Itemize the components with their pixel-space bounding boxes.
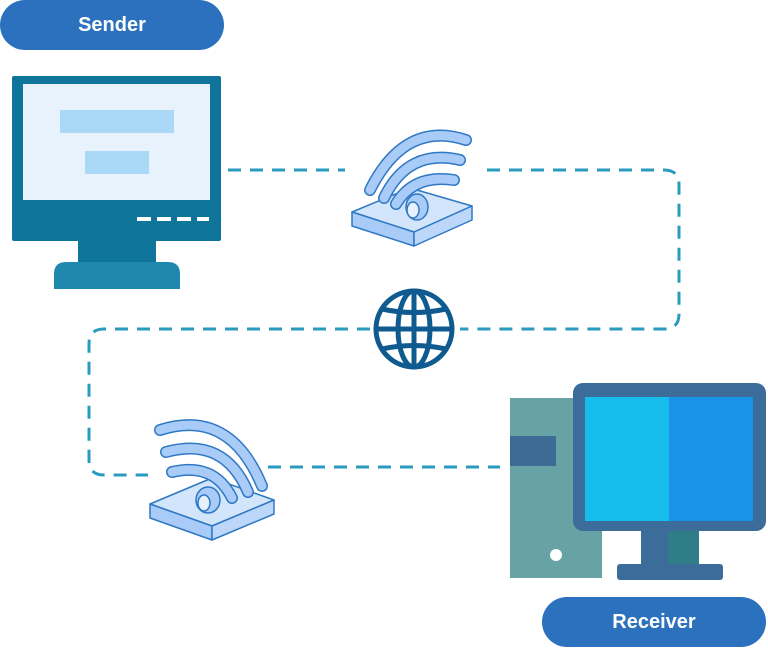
globe-icon	[373, 288, 455, 370]
desktop-computer-icon	[510, 383, 766, 580]
receiver-label-pill: Receiver	[542, 597, 766, 647]
connection-links	[87, 168, 681, 477]
wifi-router-icon	[149, 419, 275, 541]
wifi-router-icon	[351, 129, 473, 247]
sender-label-pill: Sender	[0, 0, 224, 50]
receiver-label: Receiver	[612, 610, 696, 633]
link-globe-to-router	[87, 327, 370, 477]
link-router-to-globe	[460, 168, 681, 331]
sender-label: Sender	[78, 13, 146, 36]
monitor-icon	[12, 76, 221, 289]
